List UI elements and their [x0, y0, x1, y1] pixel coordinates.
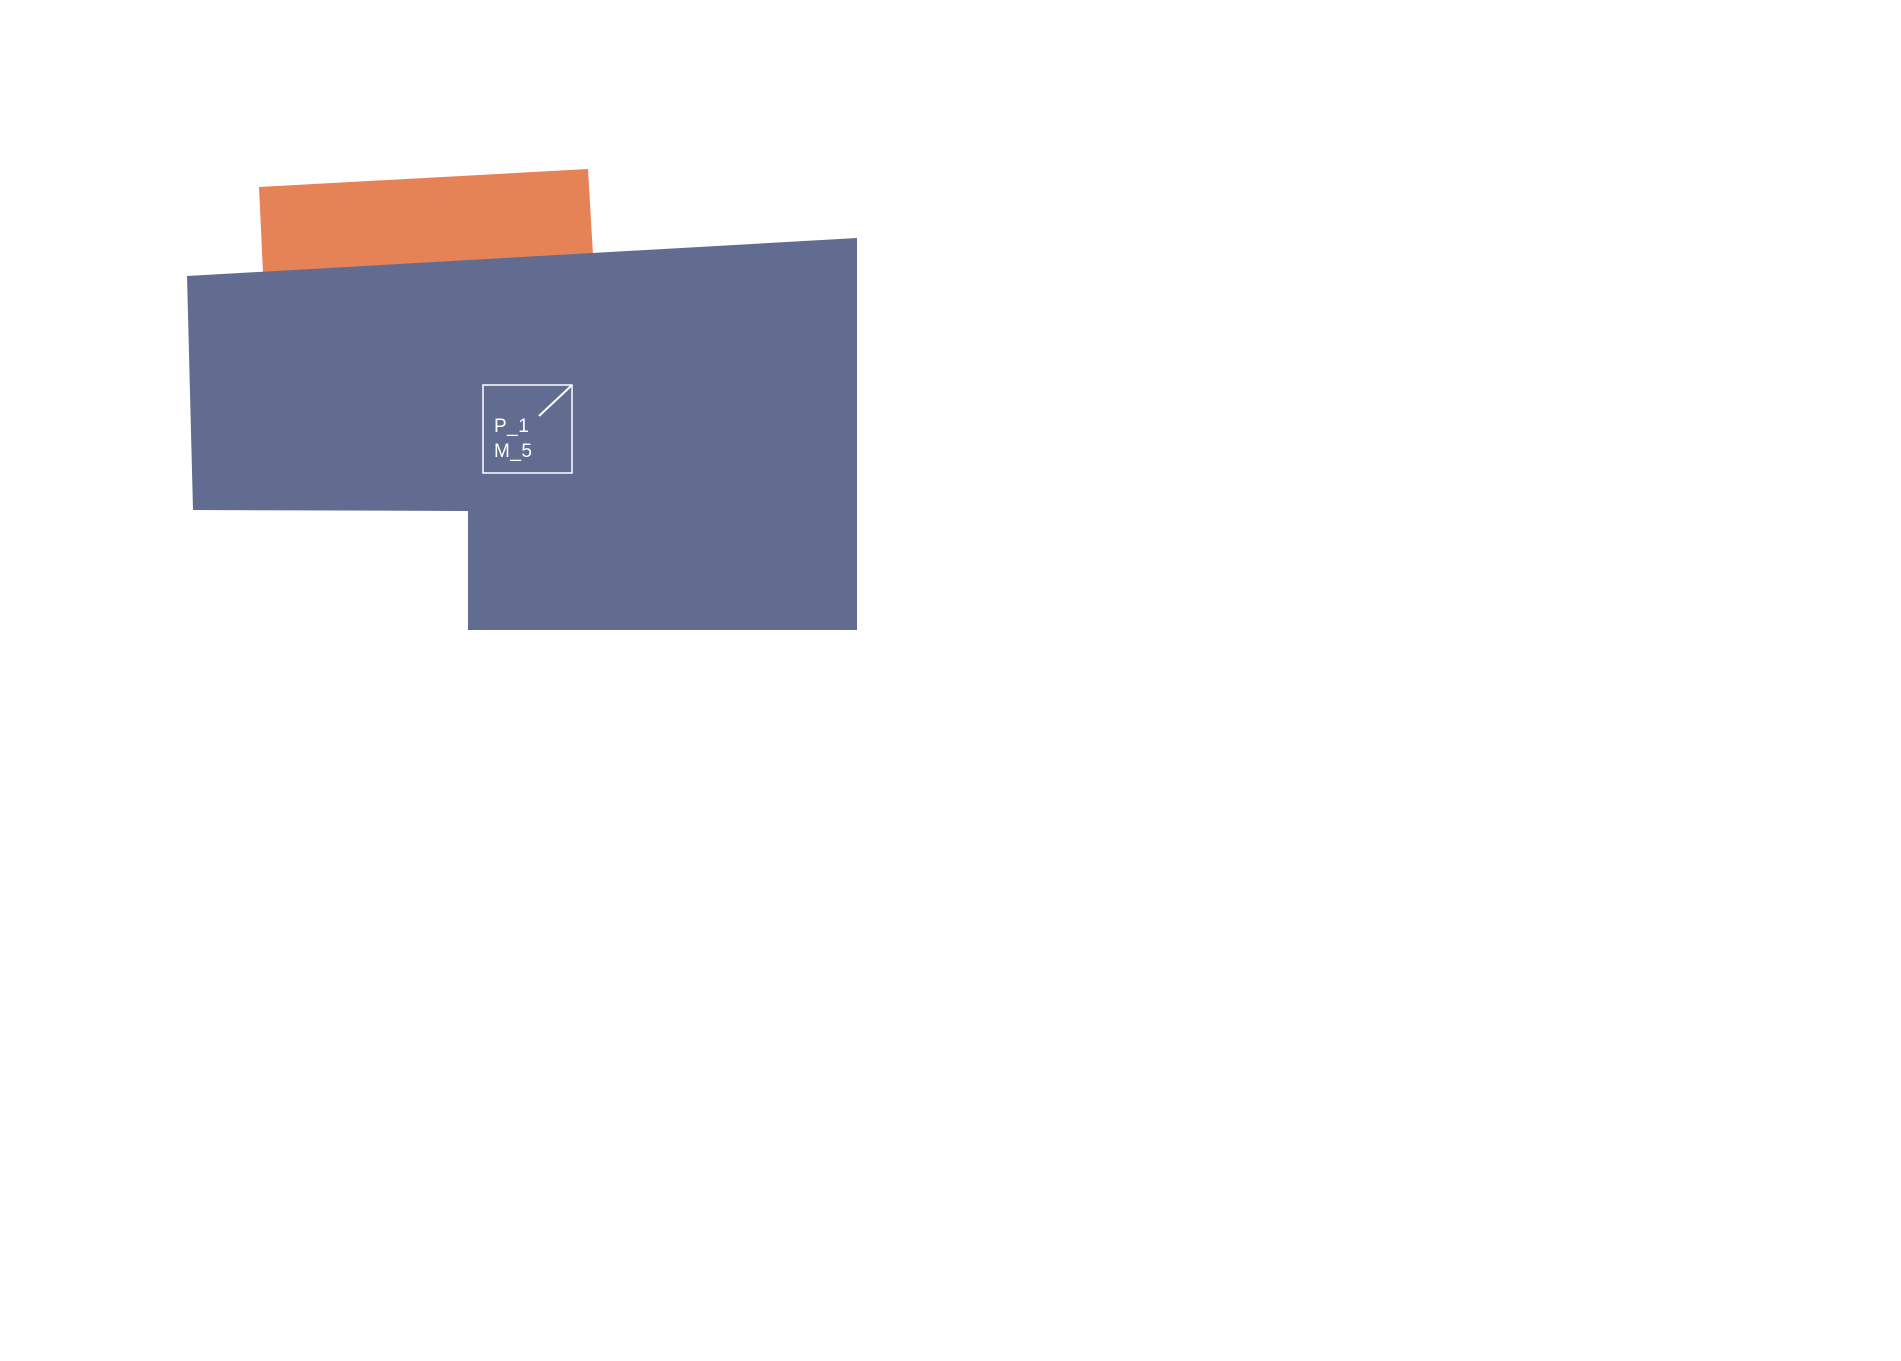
- marker-label-p: P_1: [494, 416, 529, 437]
- diagonal-arrow-icon: [538, 385, 572, 417]
- marker-label-m: M_5: [494, 441, 532, 462]
- orange-area[interactable]: [259, 169, 593, 273]
- marker-frame: [482, 384, 573, 474]
- blue-area[interactable]: [187, 238, 857, 630]
- area-marker[interactable]: P_1 M_5: [482, 384, 573, 474]
